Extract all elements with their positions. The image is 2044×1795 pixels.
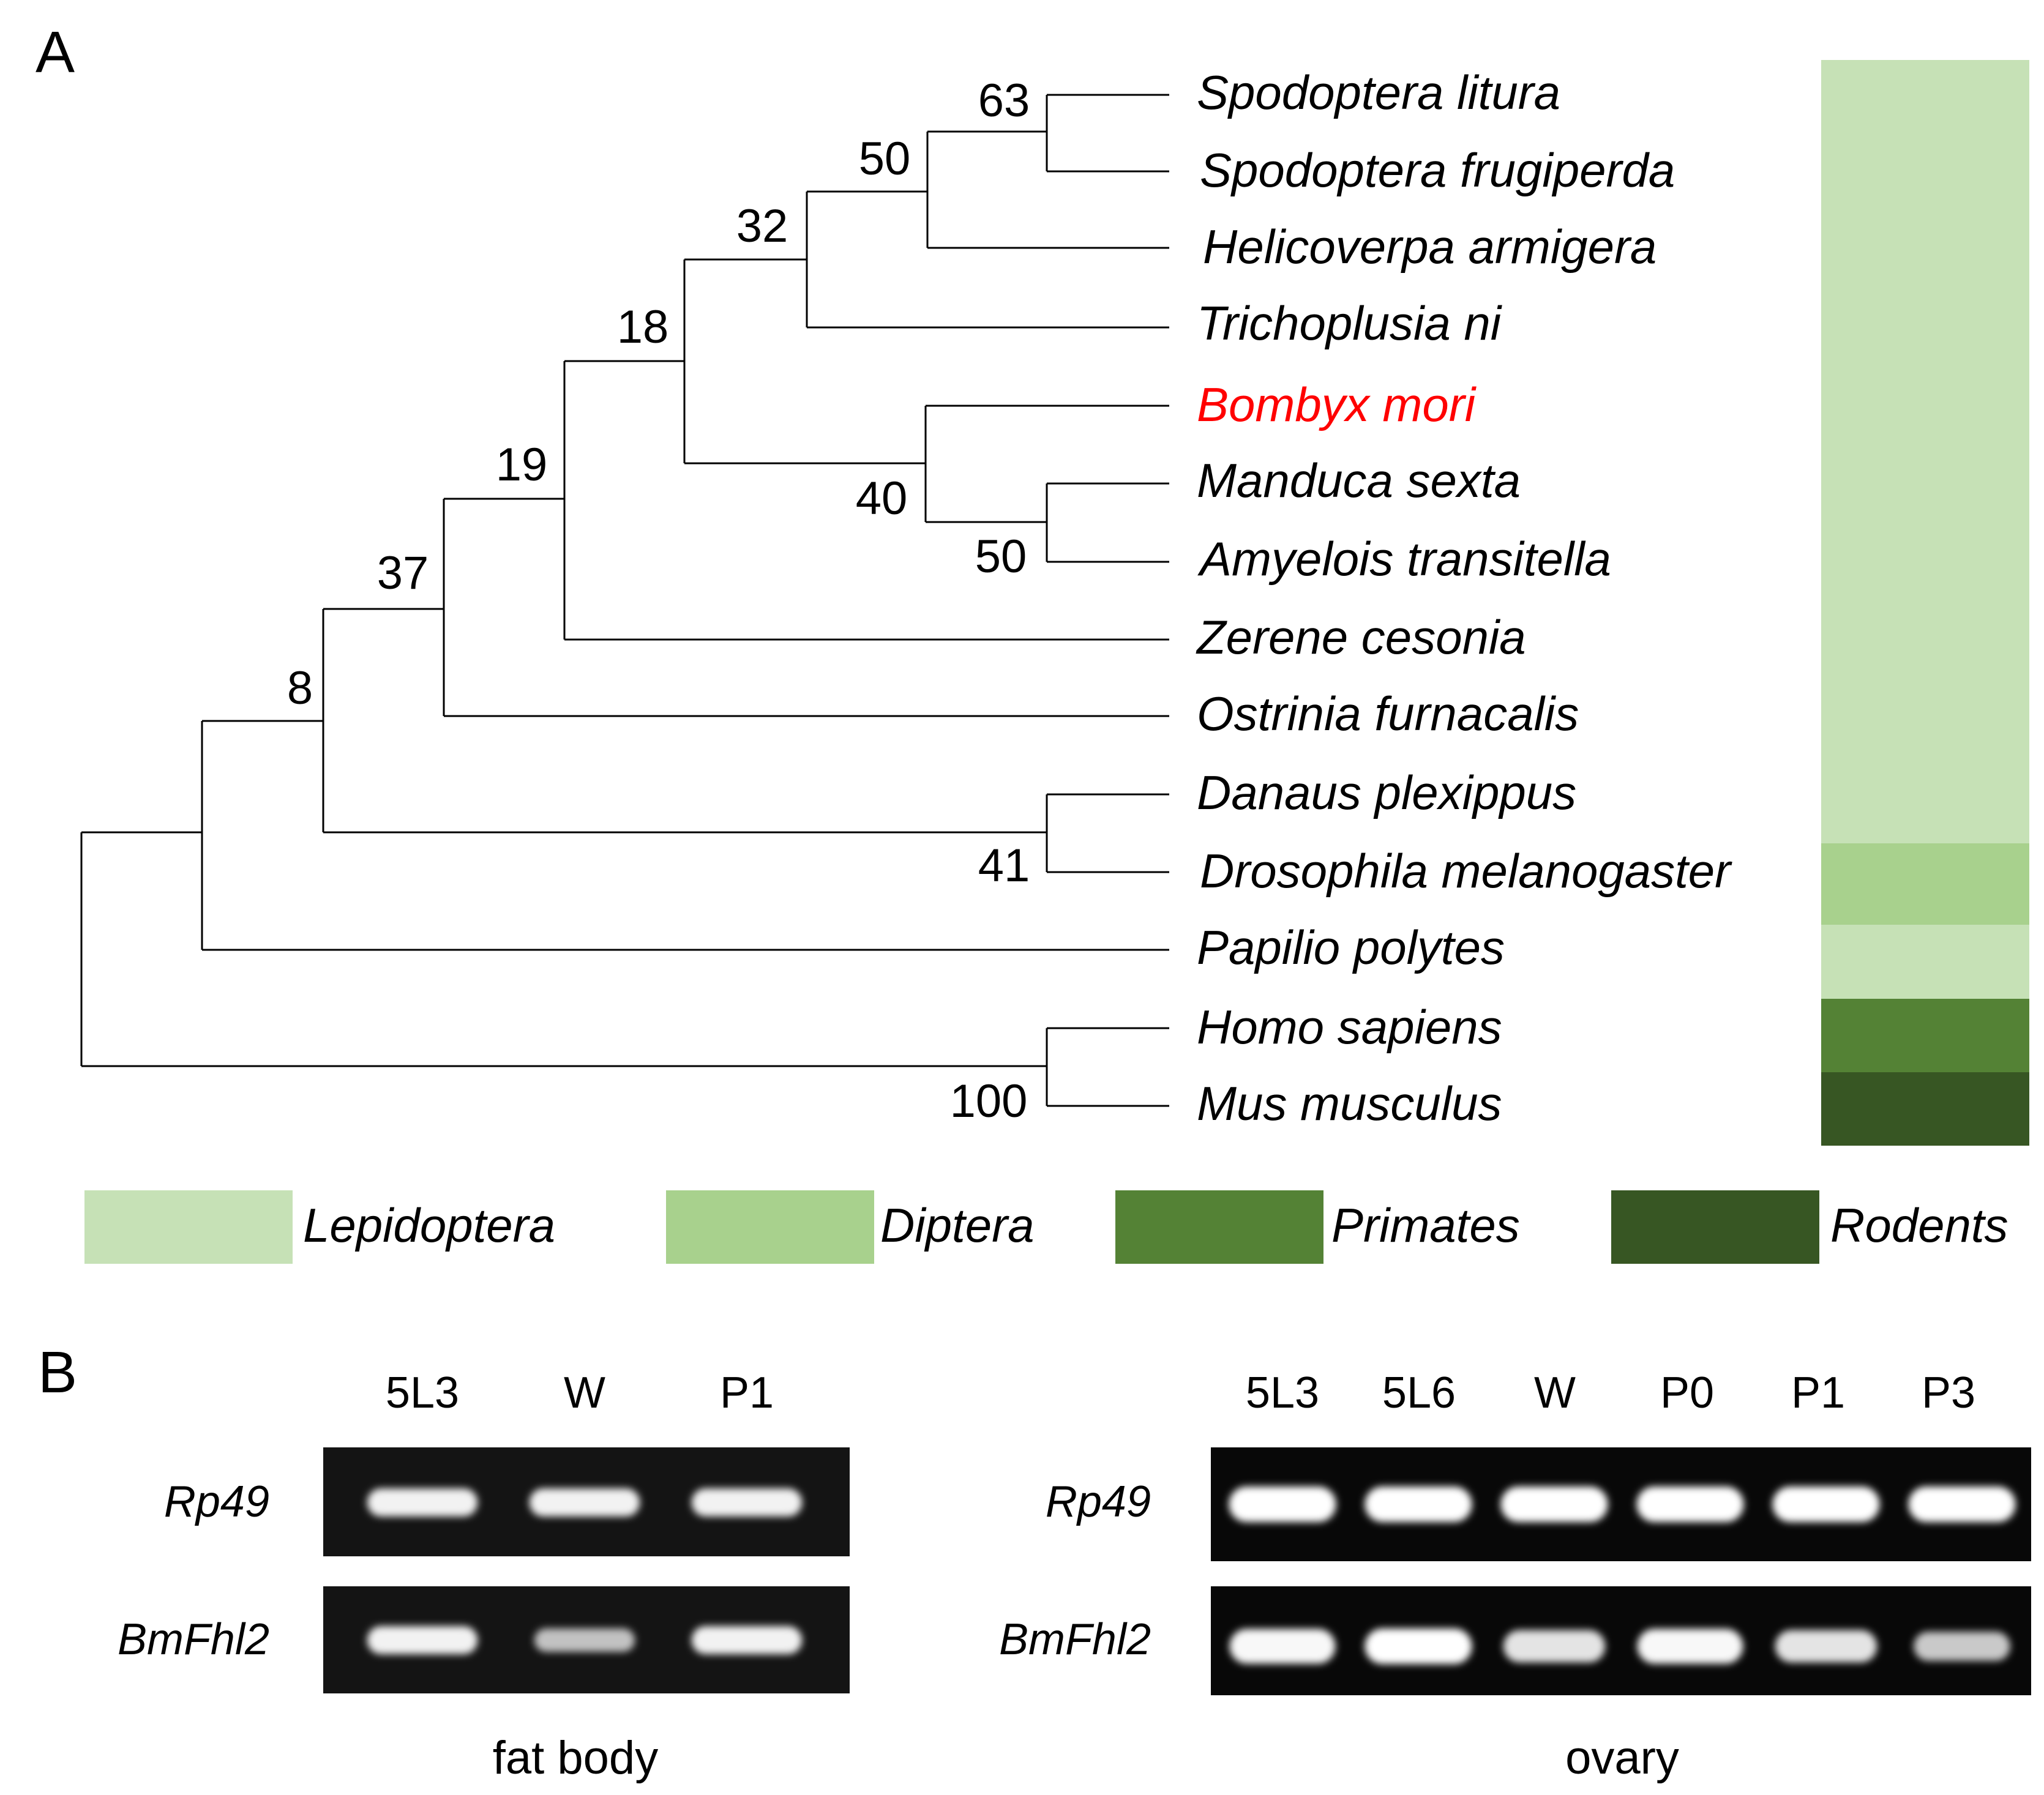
lane-label: P3 <box>1921 1368 1976 1417</box>
gel-ovary <box>1211 1447 2031 1695</box>
group-color-strip <box>1821 60 2029 1146</box>
gene-label-bmfhl2: BmFhl2 <box>117 1615 269 1664</box>
panel-b-letter: B <box>38 1340 78 1405</box>
legend-swatch-diptera <box>666 1190 874 1264</box>
taxon-labels: Spodoptera litura Spodoptera frugiperda … <box>1196 65 1732 1130</box>
fat-body-bands <box>367 1488 803 1654</box>
legend-swatch-rodents <box>1611 1190 1819 1264</box>
legend-label-primates: Primates <box>1331 1198 1520 1252</box>
gel-band <box>1500 1487 1608 1522</box>
bootstrap-63: 63 <box>978 75 1030 127</box>
strip-rodents <box>1821 1072 2029 1146</box>
bootstrap-8: 8 <box>287 662 313 714</box>
lane-label: P1 <box>1791 1368 1846 1417</box>
gel-band <box>1636 1487 1744 1522</box>
gel-band <box>1908 1487 2016 1522</box>
gene-label-rp49: Rp49 <box>163 1477 269 1526</box>
taxon-label: Drosophila melanogaster <box>1200 844 1732 898</box>
gel-band <box>1365 1487 1472 1522</box>
gel-fat-body <box>323 1447 850 1693</box>
taxon-label: Spodoptera litura <box>1197 65 1560 119</box>
gene-label-rp49: Rp49 <box>1045 1477 1151 1526</box>
bootstrap-50: 50 <box>859 133 911 185</box>
taxon-label: Papilio polytes <box>1197 920 1505 974</box>
taxon-label: Zerene cesonia <box>1196 610 1526 664</box>
gel-band <box>534 1628 635 1652</box>
lane-label: W <box>564 1368 605 1417</box>
bootstrap-19: 19 <box>496 439 548 491</box>
strip-diptera <box>1821 843 2029 925</box>
taxon-label: Manduca sexta <box>1197 453 1521 507</box>
gel-band <box>1914 1632 2010 1661</box>
bootstrap-50b: 50 <box>975 531 1027 583</box>
legend-swatch-primates <box>1115 1190 1323 1264</box>
tree-branches <box>80 94 1169 1107</box>
gel-band <box>1775 1630 1877 1663</box>
gel-band <box>691 1626 803 1654</box>
bootstrap-40: 40 <box>856 472 908 524</box>
ovary-bands <box>1229 1487 2016 1664</box>
taxon-label: Ostrinia furnacalis <box>1197 687 1579 741</box>
gel-band <box>367 1488 478 1517</box>
strip-lepidoptera <box>1821 925 2029 999</box>
gel-band <box>367 1626 478 1654</box>
lane-label: P1 <box>719 1368 774 1417</box>
taxon-label-highlight: Bombyx mori <box>1197 378 1477 431</box>
gel-band <box>1772 1487 1880 1522</box>
panel-a-letter: A <box>36 20 75 85</box>
legend-label-lepidoptera: Lepidoptera <box>303 1198 556 1252</box>
gel-ovary-bmfhl2 <box>1211 1586 2031 1695</box>
gene-label-bmfhl2: BmFhl2 <box>998 1615 1151 1664</box>
taxon-label: Mus musculus <box>1197 1077 1502 1130</box>
lane-label: P0 <box>1660 1368 1715 1417</box>
bootstrap-values: 63 50 32 18 40 50 19 37 8 41 100 <box>287 75 1030 1127</box>
bootstrap-100: 100 <box>950 1075 1028 1127</box>
legend-label-diptera: Diptera <box>880 1198 1035 1252</box>
taxon-label: Homo sapiens <box>1197 1000 1502 1054</box>
lane-label: W <box>1534 1368 1576 1417</box>
tissue-label-fat-body: fat body <box>492 1732 659 1784</box>
bootstrap-37: 37 <box>377 547 429 599</box>
bootstrap-41: 41 <box>978 840 1030 892</box>
gel-band <box>1637 1629 1743 1664</box>
legend-swatch-lepidoptera <box>84 1190 293 1264</box>
gel-band <box>529 1488 640 1517</box>
taxon-label: Trichoplusia ni <box>1197 296 1503 350</box>
strip-primates <box>1821 999 2029 1072</box>
gel-ovary-rp49 <box>1211 1447 2031 1561</box>
taxon-label: Amyelois transitella <box>1197 532 1611 586</box>
bootstrap-32: 32 <box>736 200 788 252</box>
gel-band <box>691 1488 803 1517</box>
taxon-label: Spodoptera frugiperda <box>1200 143 1675 197</box>
lane-label: 5L3 <box>1245 1368 1320 1417</box>
lane-label: 5L6 <box>1382 1368 1456 1417</box>
strip-lepidoptera <box>1821 60 2029 843</box>
gel-band <box>1229 1629 1336 1664</box>
taxon-label: Helicoverpa armigera <box>1203 220 1657 274</box>
legend-swatches <box>84 1190 1819 1264</box>
taxon-label: Danaus plexippus <box>1197 766 1576 819</box>
gel-band <box>1365 1629 1472 1664</box>
gel-band <box>1503 1630 1606 1663</box>
tissue-label-ovary: ovary <box>1565 1732 1679 1784</box>
legend-label-rodents: Rodents <box>1830 1198 2008 1252</box>
bootstrap-18: 18 <box>617 301 669 353</box>
lane-label: 5L3 <box>385 1368 460 1417</box>
gel-band <box>1229 1487 1336 1522</box>
